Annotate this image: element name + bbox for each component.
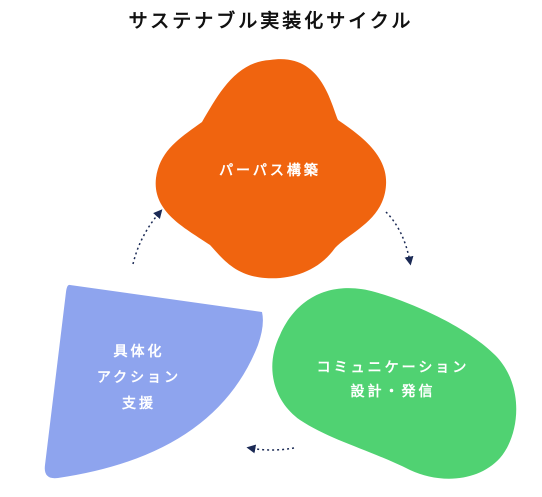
action-shape [44,284,263,479]
arrow-action-to-purpose [132,209,163,265]
communication-label-line2: 設計・発信 [351,383,436,400]
diagram-title: サステナブル実装化サイクル [128,10,414,32]
action-label-line2: アクション [97,370,181,386]
action-label-line1: 具体化 [113,343,165,360]
arrow-purpose-to-communication [385,211,414,266]
communication-shape [272,288,517,479]
arrow-communication-to-action [246,444,295,454]
action-label-line3: 支援 [121,395,156,412]
purpose-label: パーパス構築 [219,162,321,179]
communication-label-line1: コミュニケーション [317,360,470,376]
purpose-shape [155,59,387,279]
